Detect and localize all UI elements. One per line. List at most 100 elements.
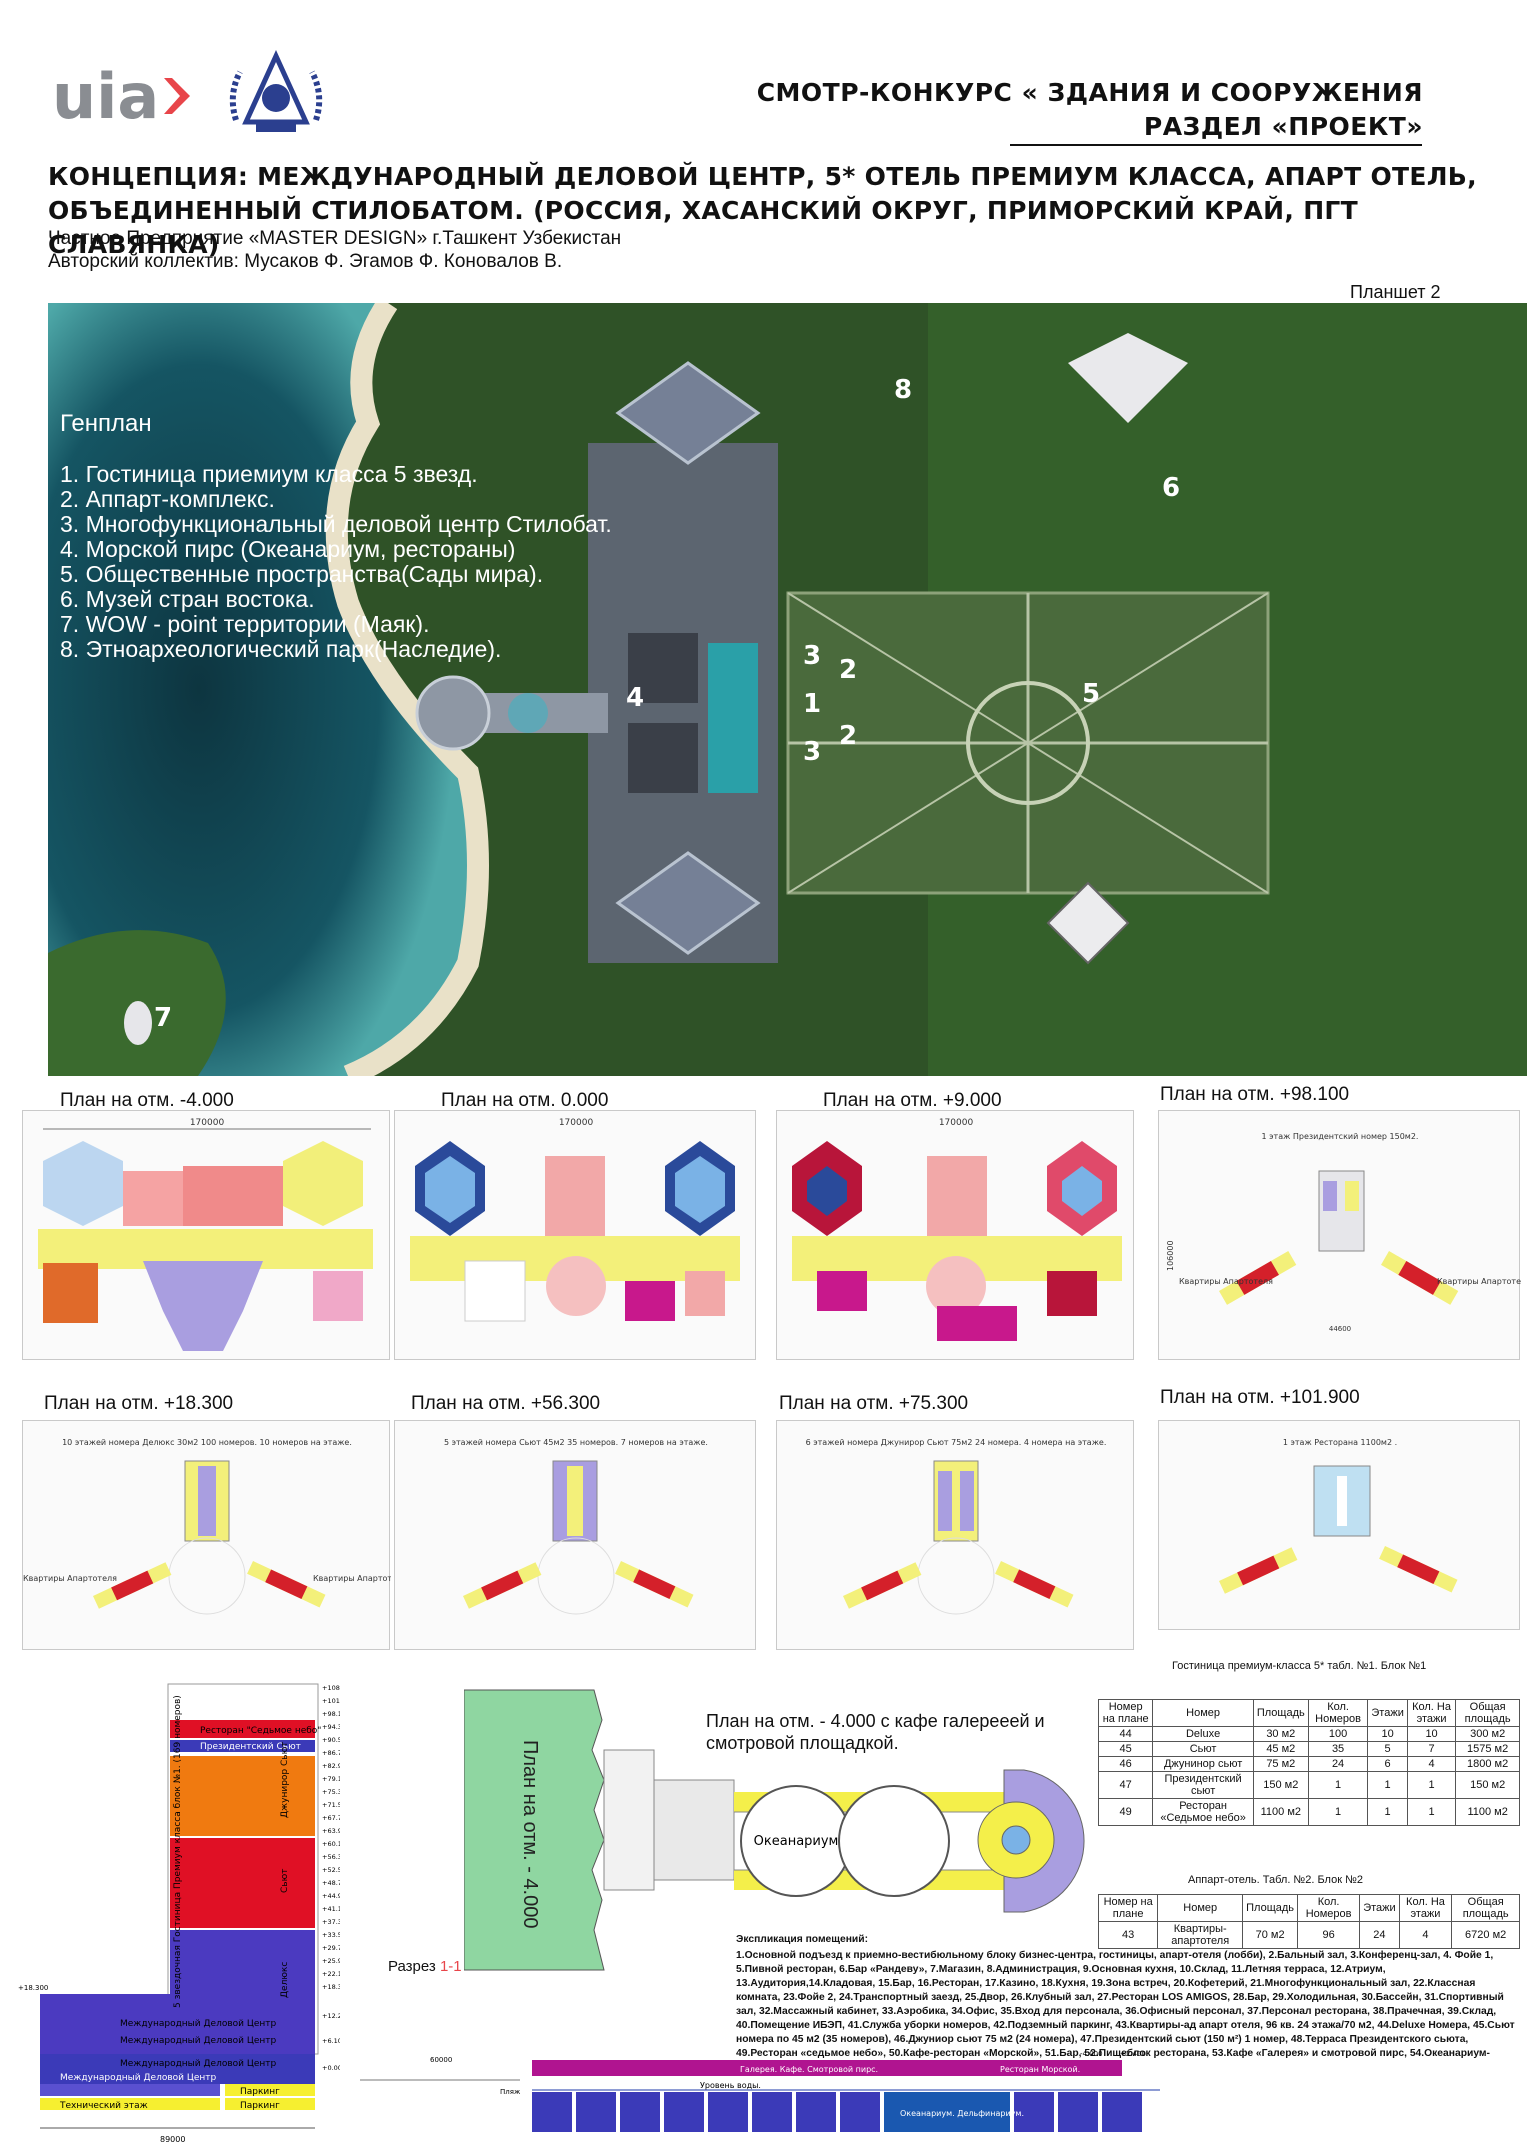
table-header: Кол. На этажи (1406, 1699, 1457, 1727)
apart-label-left: Квартиры Апартотеля (1179, 1277, 1273, 1286)
table-cell: Ресторан «Седьмое небо» (1152, 1798, 1254, 1826)
plan-title-9: План на отм. +9.000 (823, 1090, 1002, 1111)
pier-level-p2400: +2.400 (1120, 2050, 1146, 2058)
table-header: Площадь (1242, 1894, 1299, 1922)
section-tech: Технический этаж (59, 2101, 148, 2111)
table-cell: 43 (1097, 1921, 1159, 1949)
plan-mark-4: 4 (626, 683, 645, 713)
table-cell: Джунинор сьют (1152, 1756, 1254, 1772)
section-bc2: Международный Деловой Центр (120, 2036, 276, 2046)
level-24: +12.200 (322, 2012, 340, 2020)
section-deluxe: Делюкс (280, 1962, 290, 1998)
pier-dim-60: 60000 (430, 2056, 452, 2064)
table-cell: Квартиры-апартотеля (1157, 1921, 1244, 1949)
table-cell: Deluxe (1152, 1726, 1254, 1742)
table-cell: 1 (1307, 1771, 1369, 1799)
concept-title: КОНЦЕПЦИЯ: МЕЖДУНАРОДНЫЙ ДЕЛОВОЙ ЦЕНТР, … (48, 160, 1518, 262)
pier-plan: План на отм. - 4.000 Океанариум (463, 1680, 1094, 1980)
floor-plan-98: 1 этаж Президентский номер 150м2. 106000… (1158, 1110, 1531, 1360)
section-title-num: 1-1 (439, 1958, 462, 1975)
table-cell: 4 (1398, 1921, 1453, 1949)
plan-title-101: План на отм. +101.900 (1160, 1387, 1360, 1408)
level-4: +90.500 (322, 1736, 340, 1744)
hotel-rooms-table: Номер на плане Номер Площадь Кол. Номеро… (1097, 1699, 1520, 1826)
table-header: Номер (1152, 1699, 1254, 1727)
plan-dimension-small: 44600 (1329, 1325, 1351, 1333)
pier-water: Уровень воды. (700, 2081, 761, 2090)
table-header: Кол. Номеров (1297, 1894, 1361, 1922)
level-3: +94.300 (322, 1723, 340, 1731)
apart-label-right: Квартиры Апартотеля (313, 1574, 391, 1583)
table-cell: Сьют (1152, 1741, 1254, 1757)
table1-caption: Гостиница премиум-класса 5* табл. №1. Бл… (1172, 1660, 1427, 1672)
level-12: +60.100 (322, 1840, 340, 1848)
level-8: +75.300 (322, 1788, 340, 1796)
legend-item-3: 3. Многофункциональный деловой центр Сти… (60, 511, 612, 537)
plan-title-98: План на отм. +98.100 (1160, 1084, 1350, 1105)
pier-beach: Пляж (500, 2088, 521, 2096)
level-22: +22.100 (322, 1970, 340, 1978)
level-16: +44.900 (322, 1892, 340, 1900)
legend-item-6: 6. Музей стран востока. (60, 586, 315, 612)
plan-note: 6 этажей номера Джунирор Сьют 75м2 24 но… (806, 1438, 1107, 1447)
section-drawing: 5 звездочная Гостиница Премиум класса бл… (0, 1678, 354, 2152)
plan-note: 1 этаж Ресторана 1100м2 . (1283, 1438, 1397, 1447)
level-23: +18.300 (322, 1983, 340, 1991)
level-13: +56.300 (322, 1853, 340, 1861)
plan-dimension: 170000 (190, 1118, 225, 1128)
apart-label-right: Квартиры Апартотеля (1437, 1277, 1521, 1286)
table-header: Общая площадь (1451, 1894, 1520, 1922)
level-25: +6.100 (322, 2037, 340, 2045)
table-cell: 24 (1307, 1756, 1369, 1772)
table-cell: 10 (1367, 1726, 1408, 1742)
table-cell: 49 (1097, 1798, 1154, 1826)
plan-mark-8: 8 (894, 375, 913, 405)
uia-logo-text: uia (52, 60, 159, 132)
table-cell: 4 (1406, 1756, 1457, 1772)
legend-item-4: 4. Морской пирс (Океанариум, рестораны) (60, 536, 516, 562)
floor-plan-minus4: 170000 (22, 1110, 390, 1360)
level-26: +0.000 (322, 2064, 340, 2072)
level-7: +79.100 (322, 1775, 340, 1783)
table-cell: 1 (1307, 1798, 1369, 1826)
level-15: +48.700 (322, 1879, 340, 1887)
explication-title: Экспликация помещений: (736, 1934, 869, 1945)
section-parking1: Паркинг (240, 2087, 280, 2097)
plan-mark-3a: 3 (803, 641, 822, 671)
architects-union-emblem (226, 49, 326, 140)
masterplan-image: Генплан 1. Гостиница приемиум класса 5 з… (48, 303, 1527, 1076)
level-11: +63.900 (322, 1827, 340, 1835)
table-cell: 44 (1097, 1726, 1154, 1742)
section-bc1: Международный Деловой Центр (120, 2019, 276, 2029)
section-title-label: Разрез (388, 1958, 436, 1975)
sheet-number: Планшет 2 (1350, 282, 1441, 302)
table-cell: 1100 м2 (1455, 1798, 1520, 1826)
level-19: +33.500 (322, 1931, 340, 1939)
section-left-mark: +18.300 (18, 1984, 48, 1992)
level-10: +67.700 (322, 1814, 340, 1822)
pier-plan-vertical-label: План на отм. - 4.000 (519, 1740, 541, 1928)
plan-mark-3b: 3 (803, 737, 822, 767)
apart-label-left: Квартиры Апартотеля (23, 1574, 117, 1583)
plan-title-18: План на отм. +18.300 (44, 1393, 234, 1414)
legend-item-7: 7. WOW - point территории (Маяк). (60, 611, 430, 637)
section-title: Разрез 1-1 (388, 1958, 462, 1975)
plan-mark-2a: 2 (839, 655, 858, 685)
table-cell: 30 м2 (1252, 1726, 1309, 1742)
legend-item-2: 2. Аппарт-комплекс. (60, 486, 275, 512)
section-suite: Сьют (280, 1869, 290, 1893)
level-6: +82.900 (322, 1762, 340, 1770)
pier-level-m4000: -4.000 (1080, 2050, 1103, 2058)
level-17: +41.100 (322, 1905, 340, 1913)
plan-dimension-side: 106000 (1166, 1240, 1175, 1271)
legend-item-1: 1. Гостиница приемиум класса 5 звезд. (60, 461, 478, 487)
section-restaurant: Ресторан "Седьмое небо" (200, 1726, 321, 1736)
table-cell: 300 м2 (1455, 1726, 1520, 1742)
level-0: +108.800 (322, 1684, 340, 1692)
company-line: Частное Предприятие «MASTER DESIGN» г.Та… (48, 228, 622, 249)
level-5: +86.700 (322, 1749, 340, 1757)
